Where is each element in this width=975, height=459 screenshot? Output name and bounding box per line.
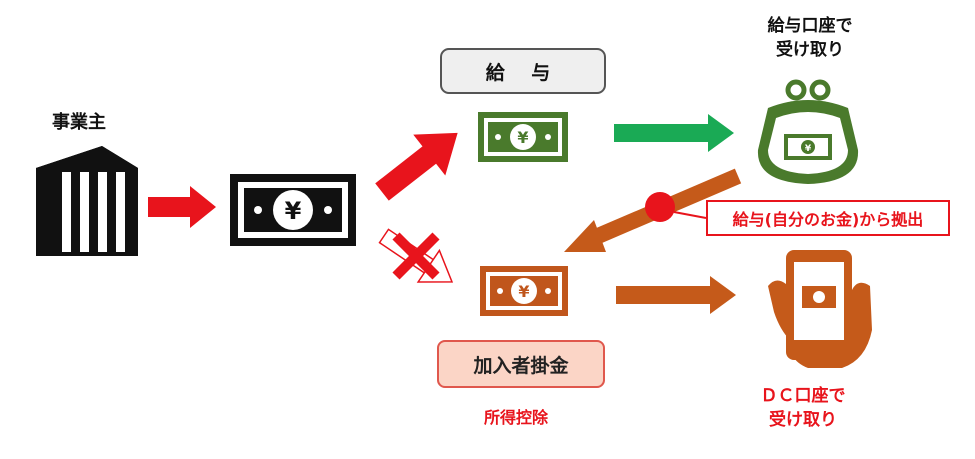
withdraw-note-box: 給与(自分のお金)から拠出 [706, 200, 950, 236]
yen-symbol: ¥ [517, 128, 528, 147]
smartphone-hand-icon [768, 250, 872, 368]
yen-symbol: ¥ [805, 144, 812, 154]
banknote-icon: ¥ [230, 174, 356, 246]
wallet-purse-icon: ¥ [757, 79, 859, 184]
yen-symbol: ¥ [518, 282, 529, 301]
employer-to-money-arrow [148, 186, 216, 228]
payroll-account-label: 給与口座で 受け取り [767, 16, 853, 60]
dc-account-label: ＤＣ口座で 受け取り [760, 386, 846, 430]
contribution-banknote-icon: ¥ [480, 266, 568, 316]
tax-deduction-label: 所得控除 [484, 408, 549, 427]
withdraw-point-marker [645, 192, 675, 222]
yen-symbol: ¥ [285, 197, 302, 225]
cross-mark-icon [392, 232, 440, 280]
contribution-to-dc-arrow [616, 276, 736, 314]
to-salary-arrow [375, 132, 458, 201]
callout-line [673, 211, 707, 219]
salary-banknote-icon: ¥ [478, 112, 568, 162]
salary-to-wallet-arrow [614, 114, 734, 152]
member-contribution-box: 加入者掛金 [437, 340, 605, 388]
salary-box: 給 与 [440, 48, 606, 94]
building-icon [36, 146, 138, 256]
employer-label: 事業主 [52, 112, 106, 133]
